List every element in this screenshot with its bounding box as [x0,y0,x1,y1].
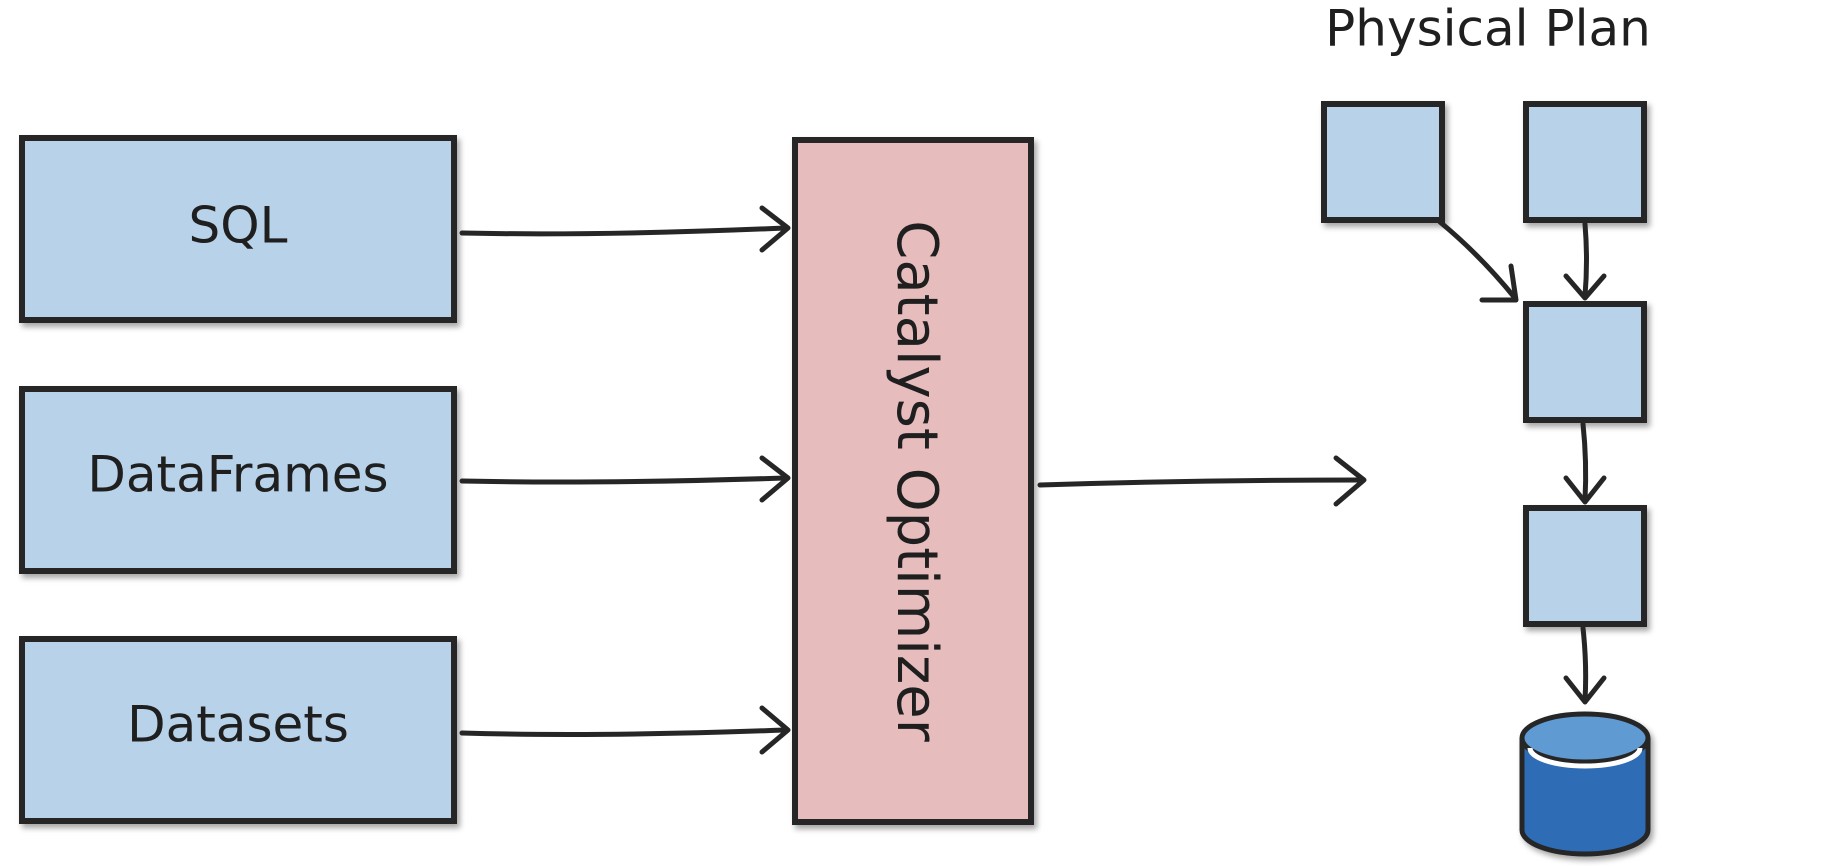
input-label-sql: SQL [189,197,288,255]
input-box-dataframes: DataFrames [19,386,457,574]
input-box-sql: SQL [19,135,457,323]
arrow-datasets-to-optimizer [459,705,791,755]
input-box-datasets: Datasets [19,636,457,824]
database-icon [1519,711,1651,857]
optimizer-label: Catalyst Optimizer [884,220,949,742]
physical-plan-node [1523,101,1647,223]
physical-plan-node [1523,301,1647,423]
arrow-optimizer-to-physical-plan [1037,455,1367,507]
arrow-dataframes-to-optimizer [459,455,791,503]
arrow-sql-to-optimizer [459,205,791,253]
plan-edge-merge-to-next [1563,421,1607,505]
plan-edge-right-to-merge [1563,221,1607,301]
plan-edge-left-to-merge [1437,219,1519,303]
input-label-datasets: Datasets [127,696,349,754]
catalyst-optimizer-block: Catalyst Optimizer [792,137,1034,825]
physical-plan-node [1523,505,1647,627]
input-label-dataframes: DataFrames [87,446,388,504]
physical-plan-node [1321,101,1445,223]
plan-edge-to-database [1563,625,1607,705]
physical-plan-title: Physical Plan [1325,0,1651,58]
